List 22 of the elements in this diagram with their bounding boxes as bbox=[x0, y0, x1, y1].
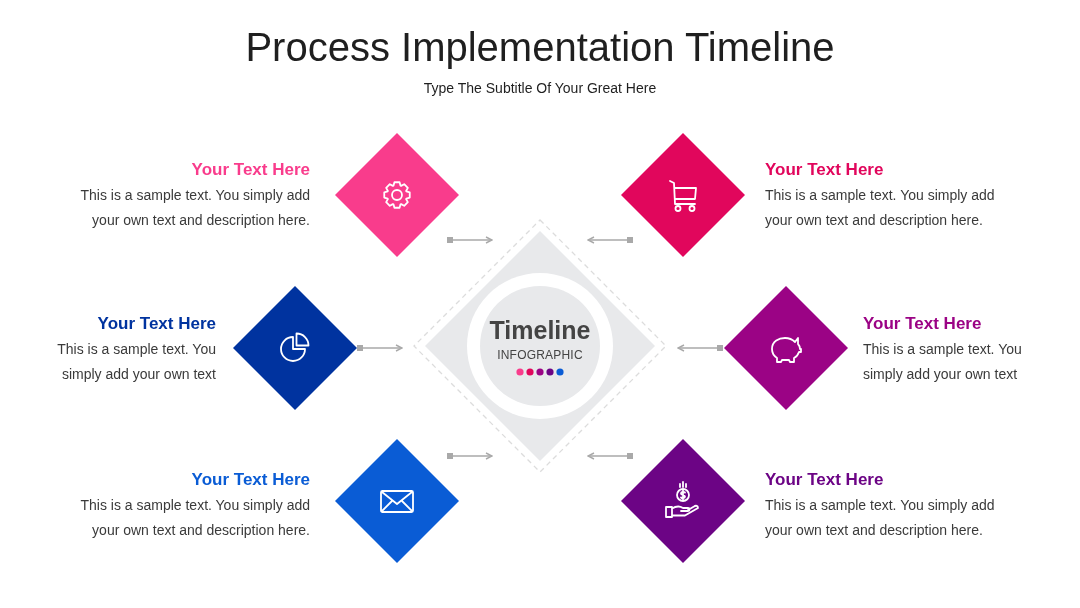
step-heading: Your Text Here bbox=[191, 159, 310, 181]
center-subtitle: INFOGRAPHIC bbox=[497, 348, 583, 362]
step-heading: Your Text Here bbox=[863, 313, 982, 335]
step-description: This is a sample text. You simply add your own text and description here. bbox=[765, 186, 996, 230]
step-heading: Your Text Here bbox=[191, 469, 310, 491]
step-description: This is a sample text. You simply add your own text and description here. bbox=[79, 496, 310, 540]
arrow bbox=[587, 236, 633, 244]
step-heading: Your Text Here bbox=[765, 469, 884, 491]
title: Process Implementation Timeline bbox=[245, 24, 835, 70]
subtitle: Type The Subtitle Of Your Great Here bbox=[423, 79, 657, 97]
step-heading: Your Text Here bbox=[97, 313, 216, 335]
center-title: Timeline bbox=[489, 315, 591, 345]
arrow bbox=[587, 452, 633, 460]
step-heading: Your Text Here bbox=[765, 159, 884, 181]
step-description: This is a sample text. You simply add your own text and description here. bbox=[765, 496, 996, 540]
step-description: This is a sample text. You simply add your own text bbox=[863, 340, 1023, 384]
arrow bbox=[677, 344, 723, 352]
arrow bbox=[447, 236, 493, 244]
arrow bbox=[357, 344, 403, 352]
step-description: This is a sample text. You simply add your own text bbox=[56, 340, 216, 384]
step-description: This is a sample text. You simply add your own text and description here. bbox=[79, 186, 310, 230]
arrow bbox=[447, 452, 493, 460]
